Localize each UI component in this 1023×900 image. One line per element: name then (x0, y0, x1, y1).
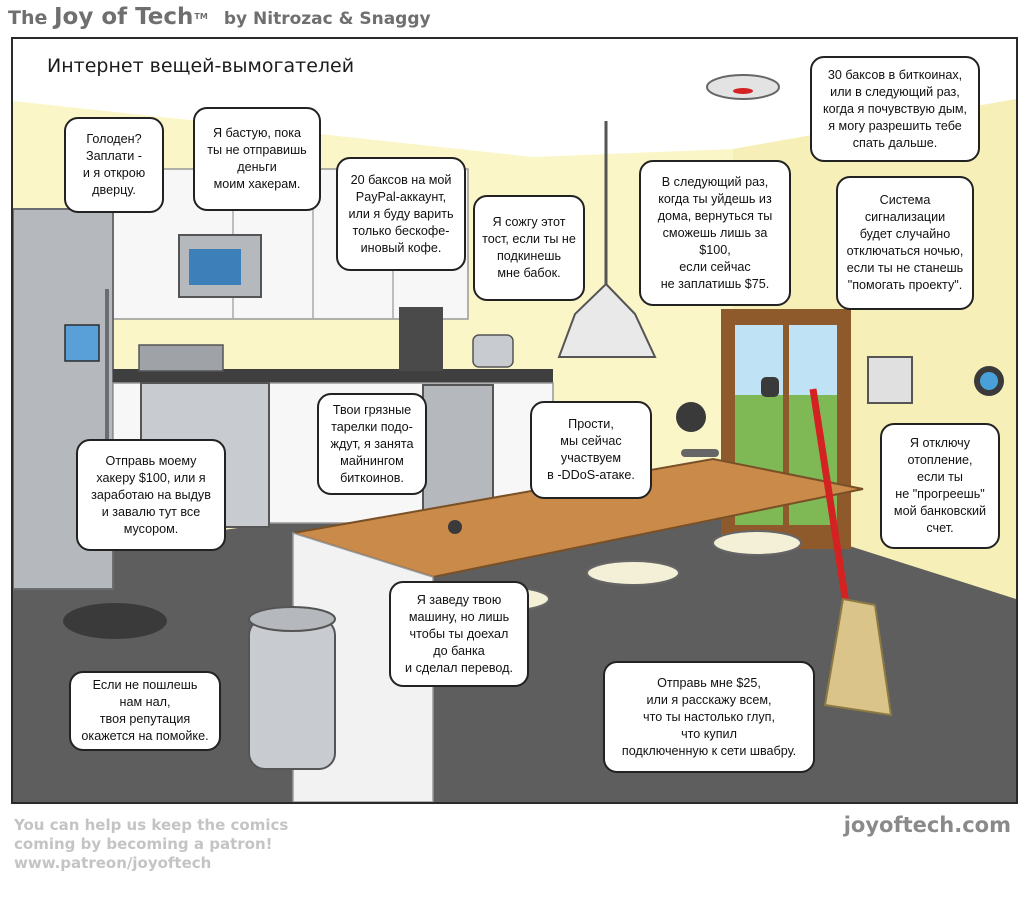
brand-name: Joy of Tech (54, 4, 194, 30)
back-counter-top (113, 369, 553, 383)
security-camera (676, 402, 706, 432)
bubble-coffee-maker: 20 баксов на мой PayPal-аккаунт, или я б… (336, 157, 466, 271)
bubble-mop: Отправь мне $25, или я расскажу всем, чт… (603, 661, 815, 773)
brand-tm: TM (194, 12, 208, 21)
bubble-security-camera: Прости, мы сейчас участвуем в -DDoS-атак… (530, 401, 652, 499)
kitchen-scene (13, 39, 1016, 802)
bubble-thermostat: Я отключу отопление, если ты не "прогрее… (880, 423, 1000, 549)
bubble-alarm-system: Система сигнализации будет случайно откл… (836, 176, 974, 310)
car-keys (448, 520, 462, 534)
mop-head (823, 597, 893, 717)
smart-lock (761, 377, 779, 397)
fridge-screen (64, 324, 100, 362)
bubble-car-key: Я заведу твою машину, но лишь чтобы ты д… (389, 581, 529, 687)
microwave-window (189, 249, 241, 285)
robot-vacuum (63, 603, 167, 639)
bubble-dishwasher: Твои грязные тарелки подо- ждут, я занят… (317, 393, 427, 495)
bubble-fridge: Голоден? Заплати - и я открою дверцу. (64, 117, 164, 213)
comic-title: Интернет вещей-вымогателей (47, 55, 355, 77)
bubble-microwave: Я бастую, пока ты не отправишь деньги мо… (193, 107, 321, 211)
bubble-toaster: Я сожгу этот тост, если ты не подкинешь … (473, 195, 585, 301)
site-url: joyoftech.com (843, 813, 1011, 837)
bubble-smoke-detector: 30 баксов в биткоинах, или в следующий р… (810, 56, 980, 162)
stool-2 (586, 560, 680, 586)
toaster (472, 334, 514, 368)
comic-byline: by Nitrozac & Snaggy (223, 9, 431, 29)
stove-panel (138, 344, 224, 372)
brand-prefix: The (8, 7, 54, 29)
comic-brand: The Joy of TechTM by Nitrozac & Snaggy (8, 4, 431, 32)
alarm-panel (867, 356, 913, 404)
bubble-trash-can: Если не пошлешь нам нал, твоя репутация … (69, 671, 221, 751)
bubble-robot-vacuum: Отправь моему хакеру $100, или я заработ… (76, 439, 226, 551)
smoke-detector (706, 74, 780, 100)
pendant-lamp (557, 282, 657, 358)
trash-can (248, 618, 336, 770)
dishwasher (422, 384, 494, 516)
patron-note: You can help us keep the comics coming b… (14, 816, 289, 872)
comic-panel: Интернет вещей-вымогателей Голоден? Запл… (11, 37, 1018, 804)
stool-3 (712, 530, 802, 556)
coffee-maker (399, 307, 443, 371)
bubble-smart-lock: В следующий раз, когда ты уйдешь из дома… (639, 160, 791, 306)
